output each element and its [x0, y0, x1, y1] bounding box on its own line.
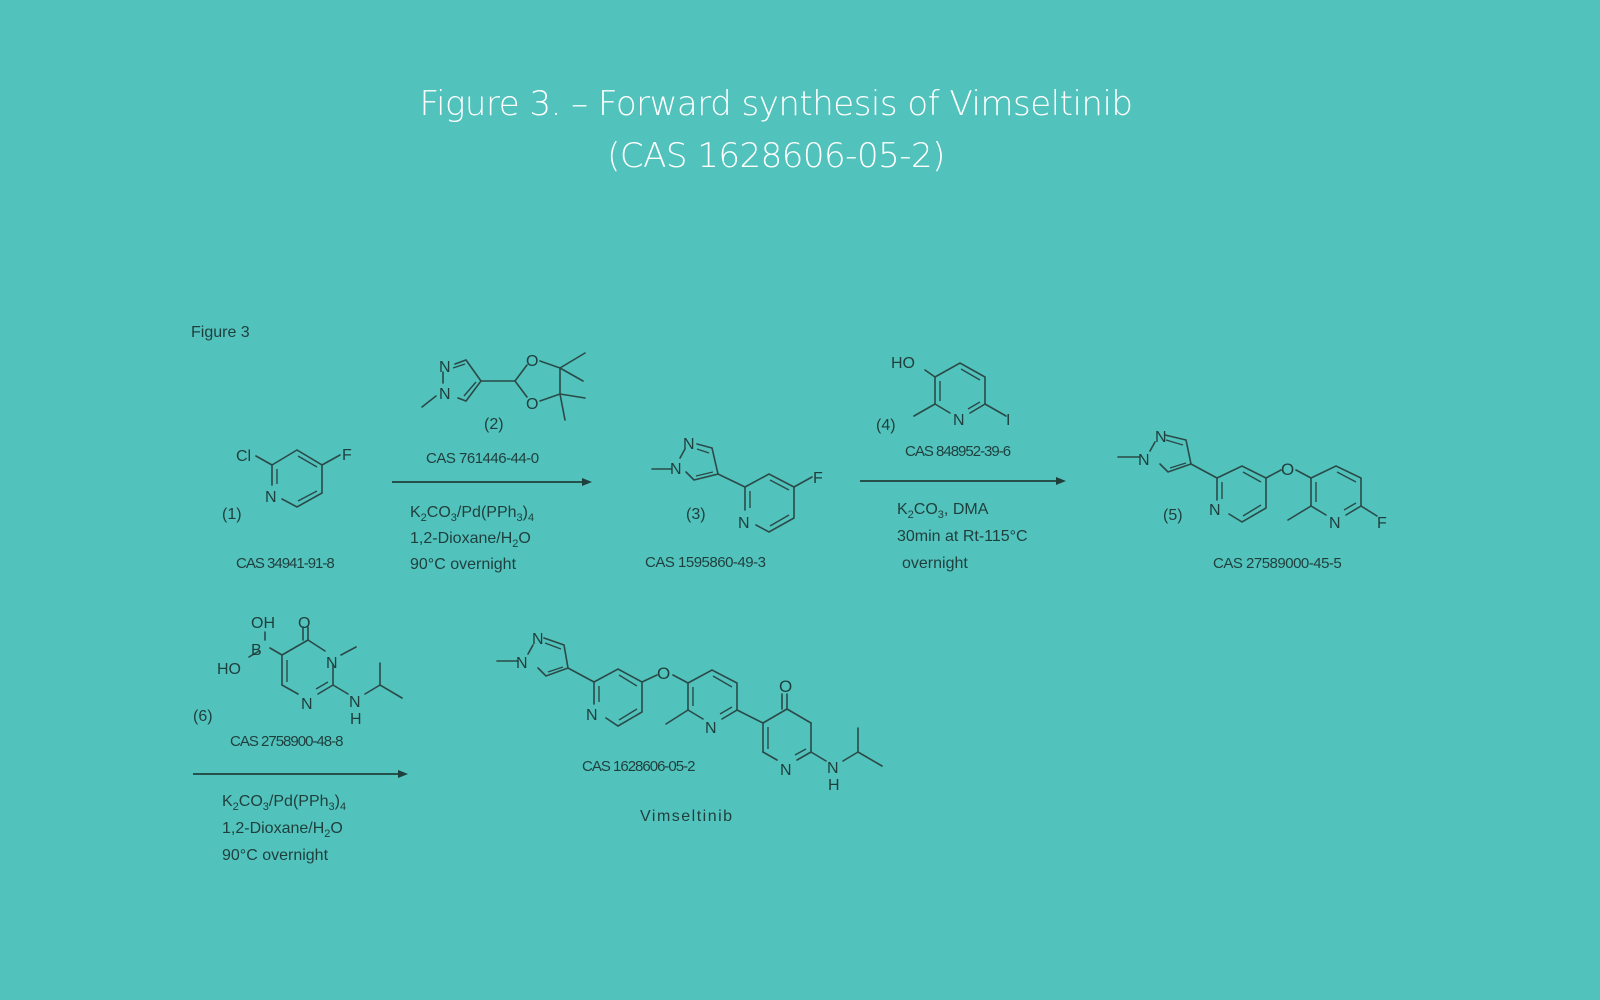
compound-3-structure: N N N F — [651, 436, 823, 533]
atom-n: N — [705, 720, 717, 737]
atom-oh: OH — [251, 615, 275, 632]
reaction-arrow-3 — [193, 770, 408, 778]
atom-ho: HO — [891, 355, 915, 372]
compound-2-structure: N N O O — [421, 352, 586, 421]
step-3-condition-2: 1,2-Dioxane/H2O — [222, 820, 343, 840]
compound-2-id: (2) — [484, 416, 504, 433]
step-1-condition-3: 90°C overnight — [410, 556, 517, 573]
atom-o: O — [779, 677, 792, 696]
atom-n: N — [1209, 502, 1221, 519]
step-2-condition-3: overnight — [902, 555, 968, 572]
atom-n: N — [1138, 452, 1150, 469]
atom-ho: HO — [217, 661, 241, 678]
atom-n: N — [586, 707, 598, 724]
compound-5-cas: CAS 27589000-45-5 — [1213, 555, 1341, 572]
compound-6-id: (6) — [193, 708, 213, 725]
atom-f: F — [1377, 515, 1387, 532]
atom-o: O — [526, 396, 538, 413]
compound-4-cas: CAS 848952-39-6 — [905, 443, 1011, 460]
atom-o: O — [1281, 460, 1294, 479]
product-structure: N N O N N O N N H — [496, 631, 883, 794]
atom-n: N — [326, 655, 338, 672]
atom-n: N — [683, 436, 695, 453]
atom-n: N — [1155, 429, 1167, 446]
reaction-arrow-2 — [860, 477, 1066, 485]
step-2-condition-2: 30min at Rt-115°C — [897, 528, 1028, 545]
title-line-2: (CAS 1628606-05-2) — [607, 136, 945, 176]
step-2-condition-1: K2CO3, DMA — [897, 501, 989, 521]
compound-3-id: (3) — [686, 506, 706, 523]
atom-o: O — [526, 353, 538, 370]
product-cas: CAS 1628606-05-2 — [582, 758, 695, 775]
atom-f: F — [813, 470, 823, 487]
compound-4-id: (4) — [876, 417, 896, 434]
compound-3-cas: CAS 1595860-49-3 — [645, 554, 766, 571]
atom-n: N — [439, 386, 451, 403]
atom-o: O — [298, 615, 310, 632]
atom-n: N — [439, 359, 451, 376]
atom-cl: Cl — [236, 448, 251, 465]
compound-5-id: (5) — [1163, 507, 1183, 524]
page-title: Figure 3. – Forward synthesis of Vimselt… — [0, 78, 1552, 182]
atom-n: N — [301, 696, 313, 713]
atom-n: N — [516, 655, 528, 672]
atom-n: N — [738, 515, 750, 532]
compound-6-cas: CAS 2758900-48-8 — [230, 733, 343, 750]
atom-n: N — [1329, 515, 1341, 532]
step-3-condition-1: K2CO3/Pd(PPh3)4 — [222, 793, 346, 813]
atom-n: N — [827, 760, 839, 777]
atom-f: F — [342, 447, 352, 464]
compound-5-structure: N N O N N F — [1117, 429, 1387, 532]
compound-1-cas: CAS 34941-91-8 — [236, 555, 334, 572]
compound-1-structure: Cl N F — [236, 447, 352, 508]
compound-1-id: (1) — [222, 506, 242, 523]
atom-n: N — [349, 694, 361, 711]
step-3-condition-3: 90°C overnight — [222, 847, 329, 864]
title-line-1: Figure 3. – Forward synthesis of Vimselt… — [419, 84, 1133, 124]
atom-i: I — [1006, 412, 1010, 429]
figure-label: Figure 3 — [191, 324, 250, 341]
atom-h: H — [350, 711, 362, 728]
step-1-condition-1: K2CO3/Pd(PPh3)4 — [410, 504, 534, 524]
atom-o: O — [657, 664, 670, 683]
product-name: Vimseltinib — [640, 808, 734, 825]
step-1-condition-2: 1,2-Dioxane/H2O — [410, 530, 531, 550]
atom-n: N — [670, 461, 682, 478]
atom-n: N — [780, 762, 792, 779]
compound-6-structure: OH O B HO N N N H — [217, 615, 403, 728]
compound-4-structure: HO N I — [891, 355, 1010, 429]
compound-2-cas: CAS 761446-44-0 — [426, 450, 539, 467]
atom-n: N — [953, 412, 965, 429]
atom-n: N — [265, 489, 277, 506]
atom-n: N — [532, 631, 544, 648]
atom-b: B — [251, 642, 262, 659]
reaction-arrow-1 — [392, 478, 592, 486]
atom-h: H — [828, 777, 840, 794]
